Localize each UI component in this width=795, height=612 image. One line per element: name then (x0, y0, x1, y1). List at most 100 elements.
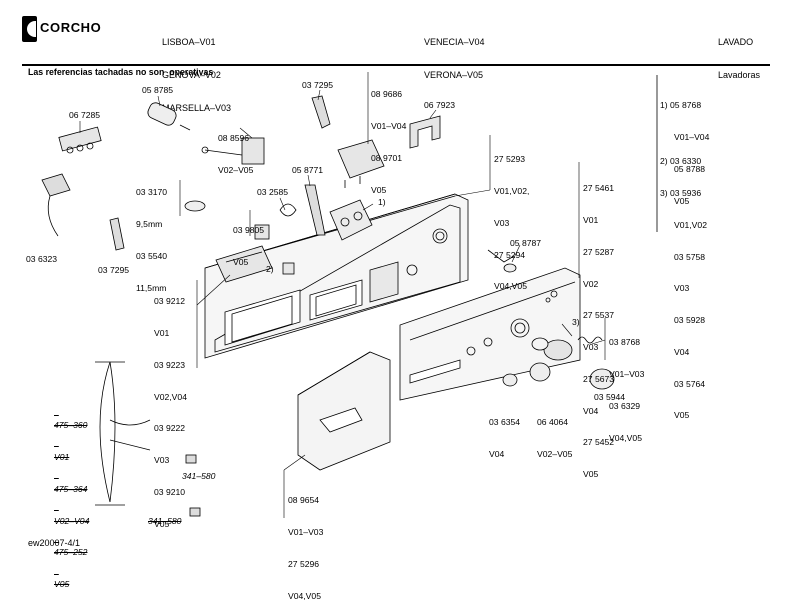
label-275294-models: V04,V05 (494, 281, 527, 292)
label-088596: 08 8596 V02–V05 (218, 112, 253, 186)
label-275673-ref: 27 5673 (583, 373, 615, 384)
model-venecia: VENECIA–V04 (424, 37, 485, 47)
label-275293-models: V01,V02, (494, 185, 530, 196)
label-067923: 06 7923 (424, 100, 456, 110)
control-panel-frame (204, 193, 469, 359)
part-032585 (279, 203, 297, 217)
label-275293: 27 5293 V01,V02, V03 27 5294 V04,V05 (494, 133, 529, 303)
label-036354-model: V04 (489, 448, 505, 459)
label-089686: 08 9686 V01–V04 08 9701 V05 (371, 68, 406, 206)
footer-code: ew20007-4/1 (28, 538, 81, 548)
label-089686-model: V01–V04 (371, 120, 407, 131)
category-title: LAVADO (718, 37, 754, 47)
label-064064-models: V02–V05 (537, 448, 573, 459)
right-list-item-035936-models: V01,V02 (674, 219, 707, 230)
category-subtitle: Lavadoras (718, 70, 761, 80)
brand-logo-mark (22, 16, 37, 42)
label-039223-ref: 03 9223 (154, 359, 186, 370)
right-list-group1: 1) 05 8768 V01–V04 05 8788 V05 (660, 79, 709, 217)
lower-cover (297, 351, 391, 471)
label-036354: 03 6354 V04 (489, 396, 520, 470)
label-harness-475252: 475–252 (54, 547, 88, 558)
model-genova: GENOVA–V02 (162, 70, 221, 80)
part-067285 (58, 126, 102, 154)
right-list-item-058768: 1) 05 8768 (660, 100, 702, 111)
label-harness-475252-model: V05 (54, 579, 70, 590)
part-033170 (184, 200, 206, 212)
right-list-item-035764: 03 5764 (674, 378, 706, 389)
part-037295b (109, 217, 125, 251)
right-list-item-058768-models: V01–V04 (674, 131, 710, 142)
part-058785 (147, 102, 191, 131)
part-064064 (529, 362, 551, 382)
label-275461-model: V01 (583, 214, 599, 225)
label-harness-475364-models: V02–V04 (54, 515, 90, 526)
right-list-item-035928: 03 5928 (674, 315, 706, 326)
label-039805-model: V05 (233, 256, 249, 267)
label-275461: 27 5461 V01 27 5287 V02 27 5537 V03 27 5… (583, 162, 614, 490)
part-089686 (337, 139, 385, 188)
right-list-item-035928-model: V04 (674, 346, 690, 357)
part-088596 (201, 137, 265, 165)
label-039210-model: V05 (154, 518, 170, 529)
right-list-item-036330: 2) 03 6330 (660, 156, 702, 167)
label-089654-ref: 08 9654 (288, 495, 320, 506)
right-list-item-035764-model: V05 (674, 410, 690, 421)
part-035944 (589, 368, 615, 390)
label-064064-ref: 06 4064 (537, 417, 569, 428)
label-039212-model: V01 (154, 327, 170, 338)
label-038768-models: V01–V03 (609, 368, 645, 379)
label-275296-ref: 27 5296 (288, 558, 320, 569)
label-032585: 03 2585 (257, 187, 289, 197)
label-089654-models: V01–V03 (288, 526, 324, 537)
label-harness-475360-model: V01 (54, 451, 70, 462)
label-341580-b: 341–580 (148, 516, 182, 526)
label-harness-475364: 475–364 (54, 483, 88, 494)
label-088596-model: V02–V05 (218, 164, 254, 175)
part-067923 (409, 115, 441, 149)
label-058787: 05 8787 (510, 238, 542, 248)
label-039222-ref: 03 9222 (154, 423, 186, 434)
label-341580-a: 341–580 (182, 471, 216, 481)
label-089686-ref: 08 9686 (371, 89, 403, 100)
label-036329-ref: 03 6329 (609, 400, 641, 411)
label-039212: 03 9212 V01 03 9223 V02,V04 03 9222 V03 … (154, 275, 187, 540)
label-089654: 08 9654 V01–V03 27 5296 V04,V05 (288, 474, 323, 612)
model-lisboa: LISBOA–V01 (162, 37, 216, 47)
label-036329-models: V04,V05 (609, 432, 642, 443)
right-list-item-035758: 03 5758 (674, 251, 706, 262)
label-039212-ref: 03 9212 (154, 296, 186, 307)
label-037295-left: 03 7295 (98, 265, 130, 275)
label-037295-top: 03 7295 (302, 80, 334, 90)
model-marsella: MARSELLA–V03 (162, 103, 232, 113)
label-275452-model: V05 (583, 469, 599, 480)
label-036323: 03 6323 (26, 254, 58, 264)
label-033170-size: 9,5mm (136, 218, 163, 229)
label-callout-3: 3) (572, 317, 580, 327)
part-037295a (311, 95, 331, 129)
brand-name: CORCHO (40, 20, 102, 35)
label-089701-model: V05 (371, 184, 387, 195)
label-275296-models: V04,V05 (288, 590, 321, 601)
label-harness-obsolete: 475–360 V01 475–364 V02–V04 475–252 V05 (54, 399, 89, 600)
exploded-view-drawing (41, 72, 658, 518)
label-callout-1: 1) (378, 197, 386, 207)
label-callout-2: 2) (266, 264, 274, 274)
label-067285: 06 7285 (69, 110, 101, 120)
label-064064: 06 4064 V02–V05 (537, 396, 572, 470)
label-275287-ref: 27 5287 (583, 246, 615, 257)
wire-harness (95, 361, 151, 506)
models-col1: LISBOA–V01 GENOVA–V02 MARSELLA–V03 (162, 15, 231, 125)
right-list-item-035936: 3) 03 5936 (660, 187, 702, 198)
label-058785: 05 8785 (142, 85, 174, 95)
right-list-item-058788: 05 8788 (674, 163, 706, 174)
right-list-item-058788-model: V05 (674, 195, 690, 206)
label-275452-ref: 27 5452 (583, 437, 615, 448)
part-switch-block (215, 245, 273, 283)
right-list-group2: 2) 03 6330 3) 03 5936 V01,V02 03 5758 V0… (660, 135, 707, 432)
category: LAVADO Lavadoras (718, 15, 760, 92)
part-058771 (304, 184, 326, 236)
right-list-item-035758-model: V03 (674, 283, 690, 294)
label-275673-model: V04 (583, 405, 599, 416)
part-knob-assembly (531, 337, 573, 361)
